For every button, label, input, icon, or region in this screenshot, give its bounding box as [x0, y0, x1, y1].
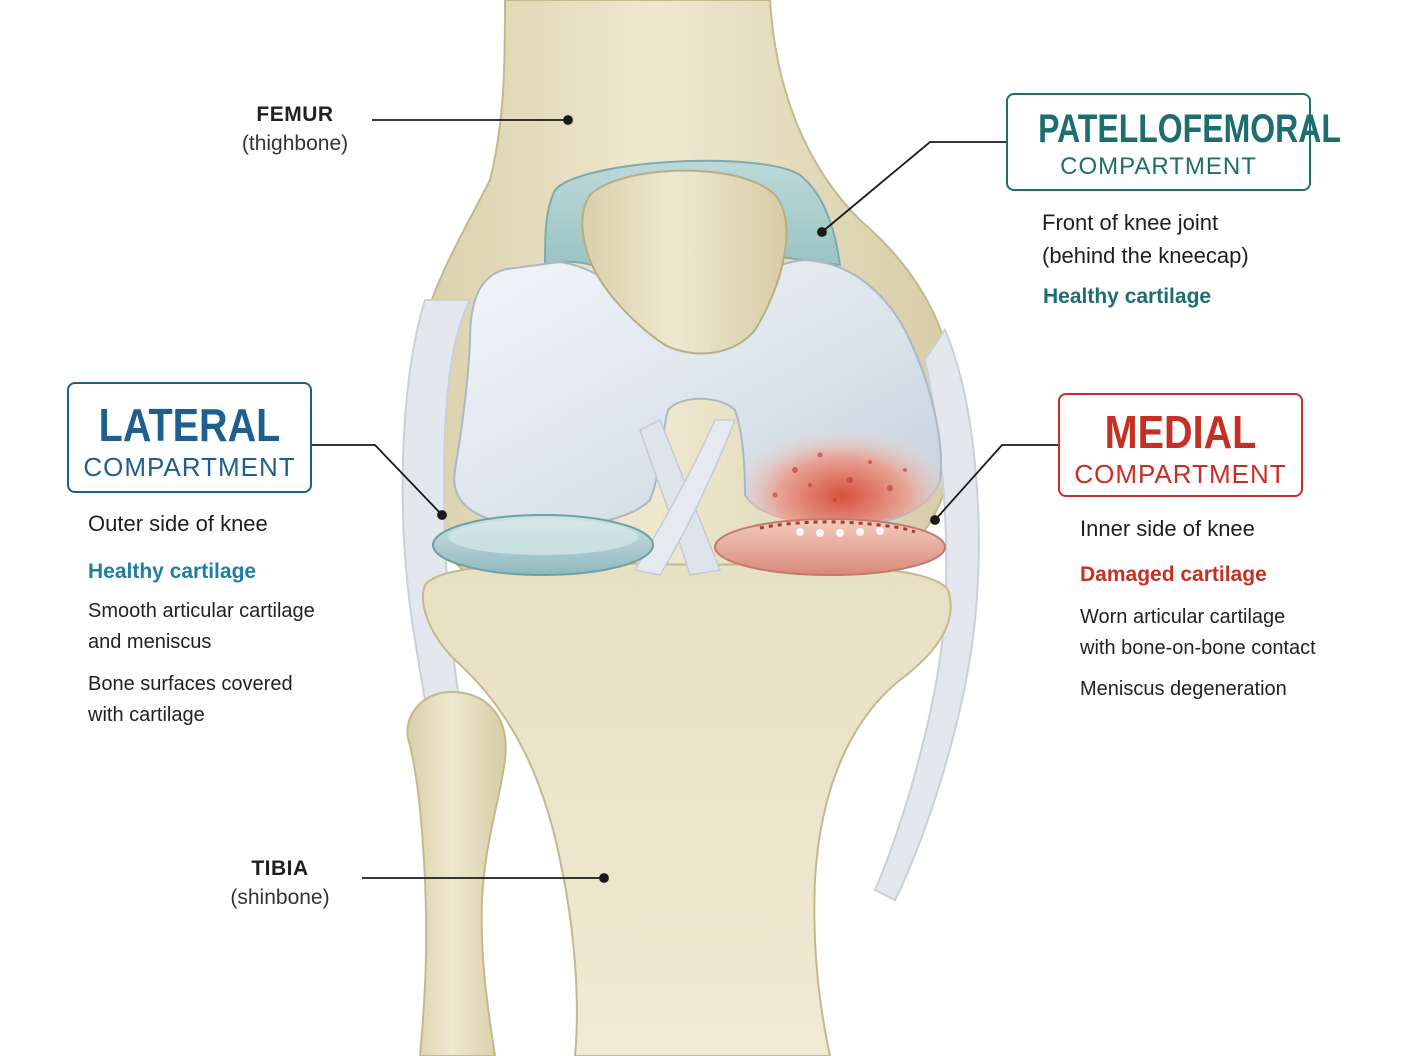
- femur-sublabel: (thighbone): [241, 132, 349, 155]
- patellofemoral-subtitle: COMPARTMENT: [1060, 153, 1257, 180]
- patellofemoral-status: Healthy cartilage: [1043, 285, 1212, 308]
- lateral-status: Healthy cartilage: [88, 560, 257, 583]
- lateral-title: LATERAL: [98, 399, 281, 451]
- patellofemoral-description: Front of knee joint (behind the kneecap): [1042, 210, 1249, 268]
- medial-title: MEDIAL: [1104, 406, 1257, 458]
- tibia-sublabel: (shinbone): [230, 886, 330, 909]
- femur-label: FEMUR: [256, 103, 334, 126]
- lateral-compartment-box: LATERAL COMPARTMENT: [67, 382, 312, 493]
- patella-bone: [581, 169, 788, 355]
- patellofemoral-title: PATELLOFEMORAL: [1038, 107, 1341, 151]
- medial-compartment-box: MEDIAL COMPARTMENT: [1058, 393, 1303, 497]
- medial-note-1: Worn articular cartilage with bone-on-bo…: [1080, 606, 1316, 659]
- medial-description: Inner side of knee: [1080, 516, 1255, 541]
- tibia-label: TIBIA: [251, 857, 309, 880]
- patellofemoral-compartment-box: PATELLOFEMORAL COMPARTMENT: [1006, 93, 1341, 191]
- lateral-description: Outer side of knee: [88, 511, 268, 536]
- tibia-bone: [422, 562, 952, 1056]
- medial-note-2: Meniscus degeneration: [1080, 678, 1287, 700]
- cruciate-ligaments: [633, 418, 737, 576]
- lateral-note-1: Smooth articular cartilage and meniscus: [88, 600, 315, 653]
- lateral-note-2: Bone surfaces covered with cartilage: [88, 673, 293, 726]
- leader-lines: [312, 115, 1058, 883]
- medial-subtitle: COMPARTMENT: [1074, 459, 1287, 489]
- medial-status: Damaged cartilage: [1080, 563, 1267, 586]
- lateral-meniscus: [432, 514, 654, 576]
- fibula-bone: [406, 690, 507, 1056]
- medial-meniscus: [714, 518, 946, 576]
- lateral-subtitle: COMPARTMENT: [83, 452, 296, 482]
- condyle-cartilage: [453, 258, 942, 528]
